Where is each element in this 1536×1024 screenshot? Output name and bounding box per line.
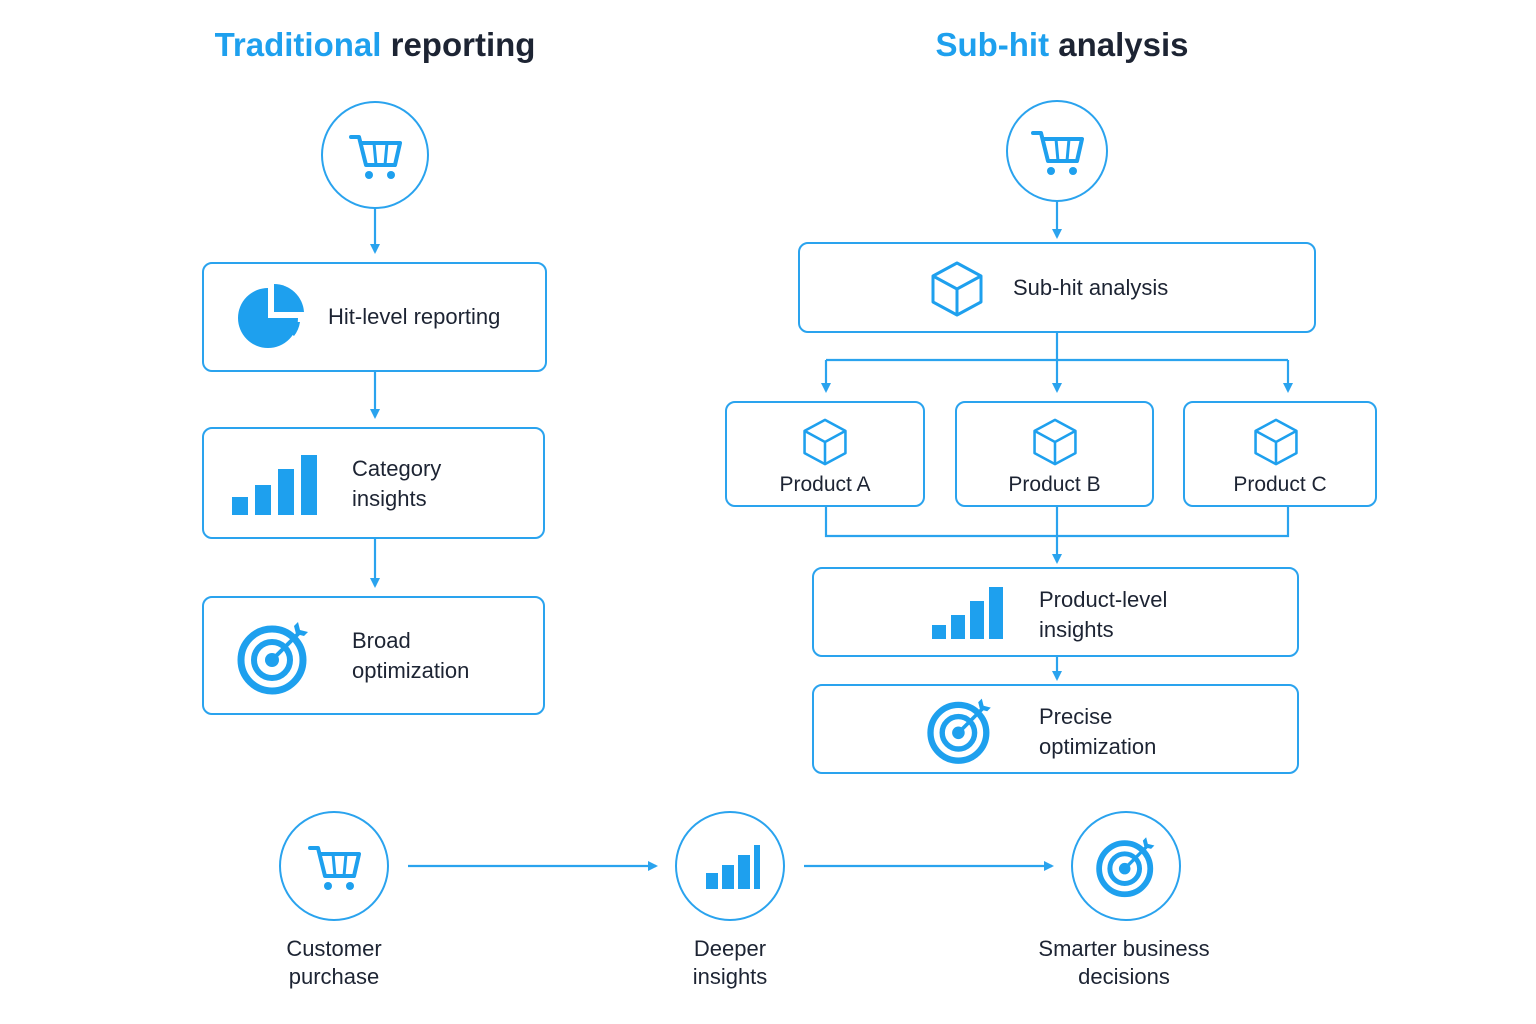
smarter-decisions-node xyxy=(1071,811,1181,921)
branch-connector xyxy=(826,332,1288,362)
target-icon xyxy=(1096,837,1155,898)
product-b-box: Product B xyxy=(955,401,1154,507)
traditional-title-highlight: Traditional xyxy=(214,26,382,63)
subhit-cart-node xyxy=(1006,100,1108,202)
customer-purchase-label: Customer purchase xyxy=(286,936,382,989)
deeper-insights-node xyxy=(675,811,785,921)
traditional-title-rest: reporting xyxy=(390,26,536,63)
precise-optimization-box: Precise optimization xyxy=(812,684,1299,774)
subhit-title-rest: analysis xyxy=(1058,26,1189,63)
product-c-label: Product C xyxy=(1233,473,1327,496)
cube-icon xyxy=(1033,418,1077,466)
product-c-box: Product C xyxy=(1183,401,1377,507)
category-insights-label: Category insights xyxy=(352,456,442,511)
traditional-cart-node xyxy=(321,101,429,209)
subhit-analysis-label: Sub-hit analysis xyxy=(1013,275,1169,300)
subhit-analysis-box: Sub-hit analysis xyxy=(798,242,1316,333)
hit-level-reporting-box: Hit-level reporting xyxy=(202,262,547,372)
traditional-title: Traditional reporting xyxy=(215,26,536,64)
precise-optimization-label: Precise optimization xyxy=(1039,704,1157,759)
broad-optimization-label: Broad optimization xyxy=(352,628,470,683)
customer-purchase-node xyxy=(279,811,389,921)
hit-level-reporting-label: Hit-level reporting xyxy=(328,304,501,329)
subhit-title-highlight: Sub-hit xyxy=(935,26,1050,63)
product-b-label: Product B xyxy=(1008,473,1101,496)
cart-icon xyxy=(1031,131,1084,175)
cube-icon xyxy=(1254,418,1298,466)
bar-chart-icon xyxy=(706,845,760,889)
target-icon xyxy=(237,622,308,695)
subhit-title: Sub-hit analysis xyxy=(935,26,1188,64)
target-icon xyxy=(927,698,991,764)
broad-optimization-box: Broad optimization xyxy=(202,596,545,715)
cube-icon xyxy=(931,261,983,317)
cube-icon xyxy=(803,418,847,466)
product-a-label: Product A xyxy=(779,473,871,496)
product-a-box: Product A xyxy=(725,401,925,507)
product-level-insights-box: Product-level insights xyxy=(812,567,1299,657)
bar-chart-icon xyxy=(232,455,317,515)
product-level-insights-label: Product-level insights xyxy=(1039,587,1168,642)
cart-icon xyxy=(308,846,361,890)
merge-connector xyxy=(824,506,1290,538)
category-insights-box: Category insights xyxy=(202,427,545,539)
bar-chart-icon xyxy=(932,587,1003,639)
deeper-insights-label: Deeper insights xyxy=(692,936,768,989)
cart-icon xyxy=(349,135,402,179)
pie-chart-icon xyxy=(238,283,304,348)
smarter-decisions-label: Smarter business decisions xyxy=(1038,936,1210,989)
